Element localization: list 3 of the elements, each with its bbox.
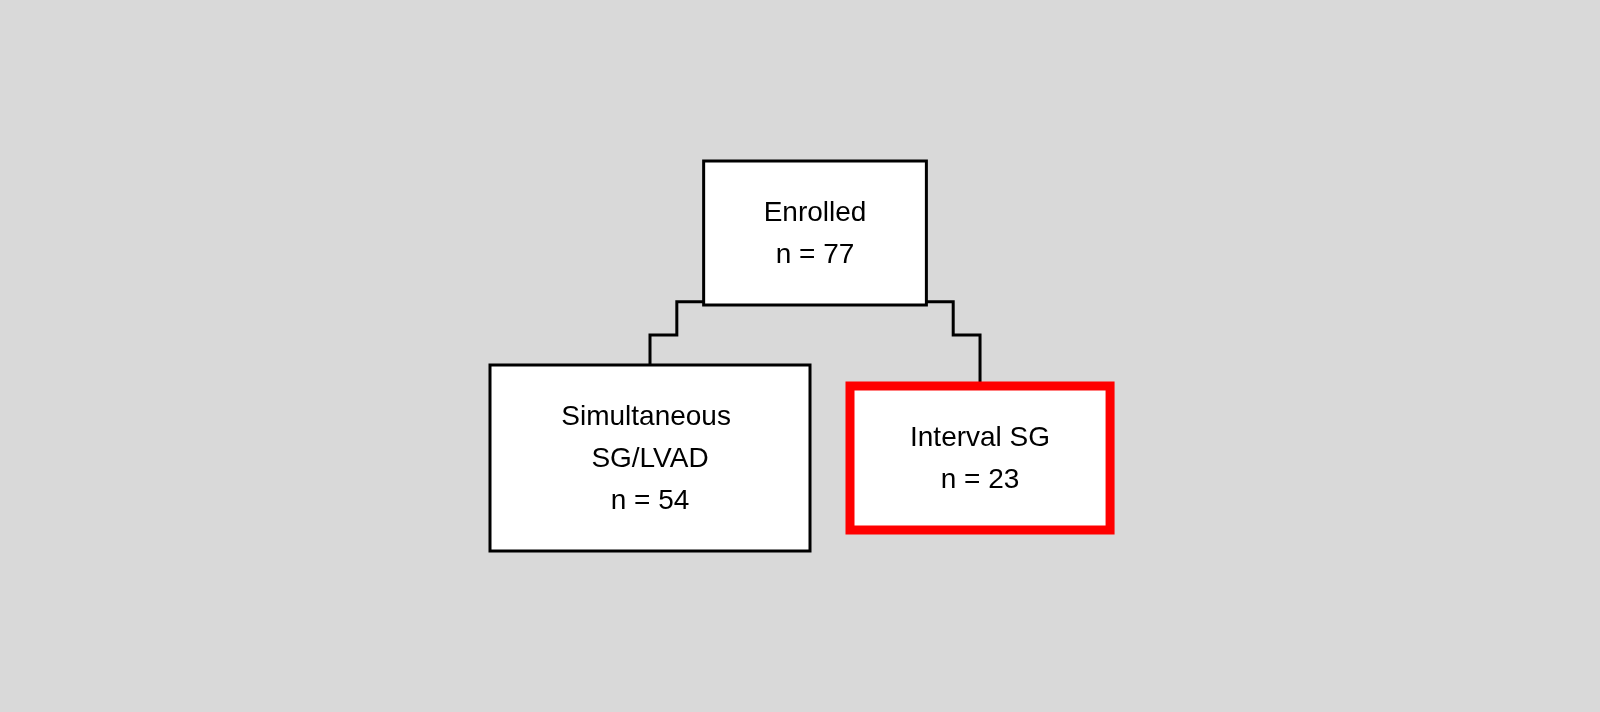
node-box: Enrolled n = 77 bbox=[702, 159, 928, 307]
node-box: Interval SG n = 23 bbox=[845, 381, 1115, 535]
node-box: Simultaneous SG/LVAD n = 54 bbox=[488, 363, 812, 553]
